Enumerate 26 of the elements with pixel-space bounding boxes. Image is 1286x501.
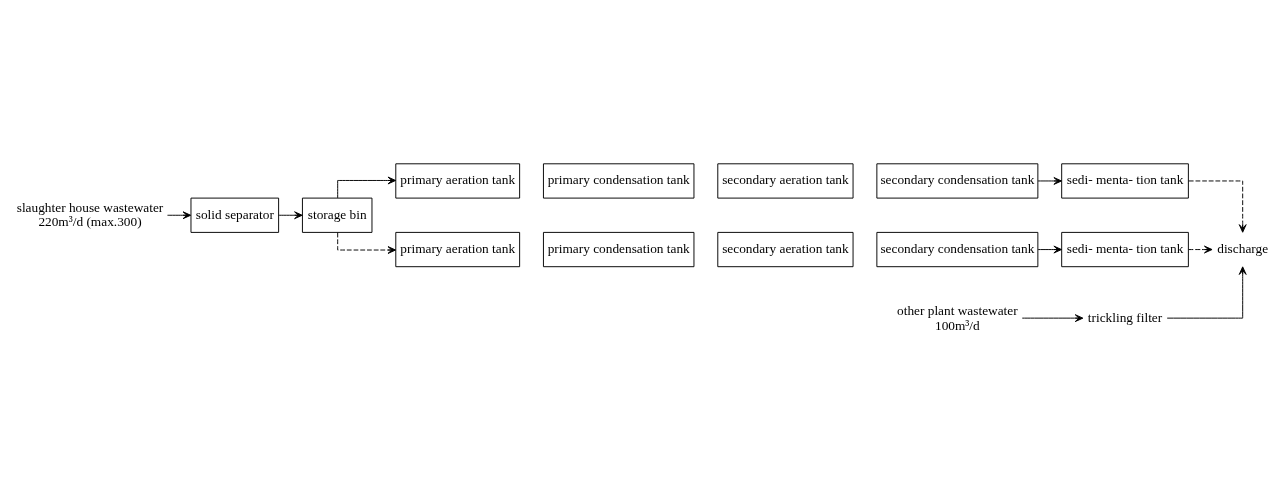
node-box: primary aeration tank — [395, 231, 521, 268]
node-box: storage bin — [301, 197, 373, 233]
arrow — [1188, 245, 1213, 254]
arrow — [1037, 177, 1062, 185]
node-box: secondary condensation tank — [876, 231, 1039, 268]
node-text: discharge — [1217, 241, 1269, 257]
arrow — [278, 211, 303, 220]
arrow — [167, 211, 192, 220]
arrow — [1188, 180, 1247, 233]
arrow — [337, 232, 397, 254]
arrow — [337, 176, 397, 199]
node-text: other plant wastewater 100m³/d — [897, 303, 1018, 333]
node-box: primary condensation tank — [542, 163, 695, 199]
arrow — [1166, 266, 1247, 319]
node-box: sedi- menta- tion tank — [1061, 231, 1189, 268]
node-box: sedi- menta- tion tank — [1061, 163, 1189, 199]
node-box: secondary condensation tank — [876, 163, 1039, 199]
node-box: secondary aeration tank — [717, 163, 854, 199]
node-box: solid separator — [190, 197, 280, 233]
node-box: primary aeration tank — [395, 163, 521, 199]
node-box: primary condensation tank — [542, 231, 695, 268]
node-text: slaughter house wastewater 220m³/d (max.300) — [16, 199, 164, 229]
arrow — [1037, 245, 1062, 254]
node-text: trickling filter — [1087, 309, 1163, 325]
node-box: secondary aeration tank — [717, 231, 854, 268]
arrow — [1021, 314, 1084, 323]
